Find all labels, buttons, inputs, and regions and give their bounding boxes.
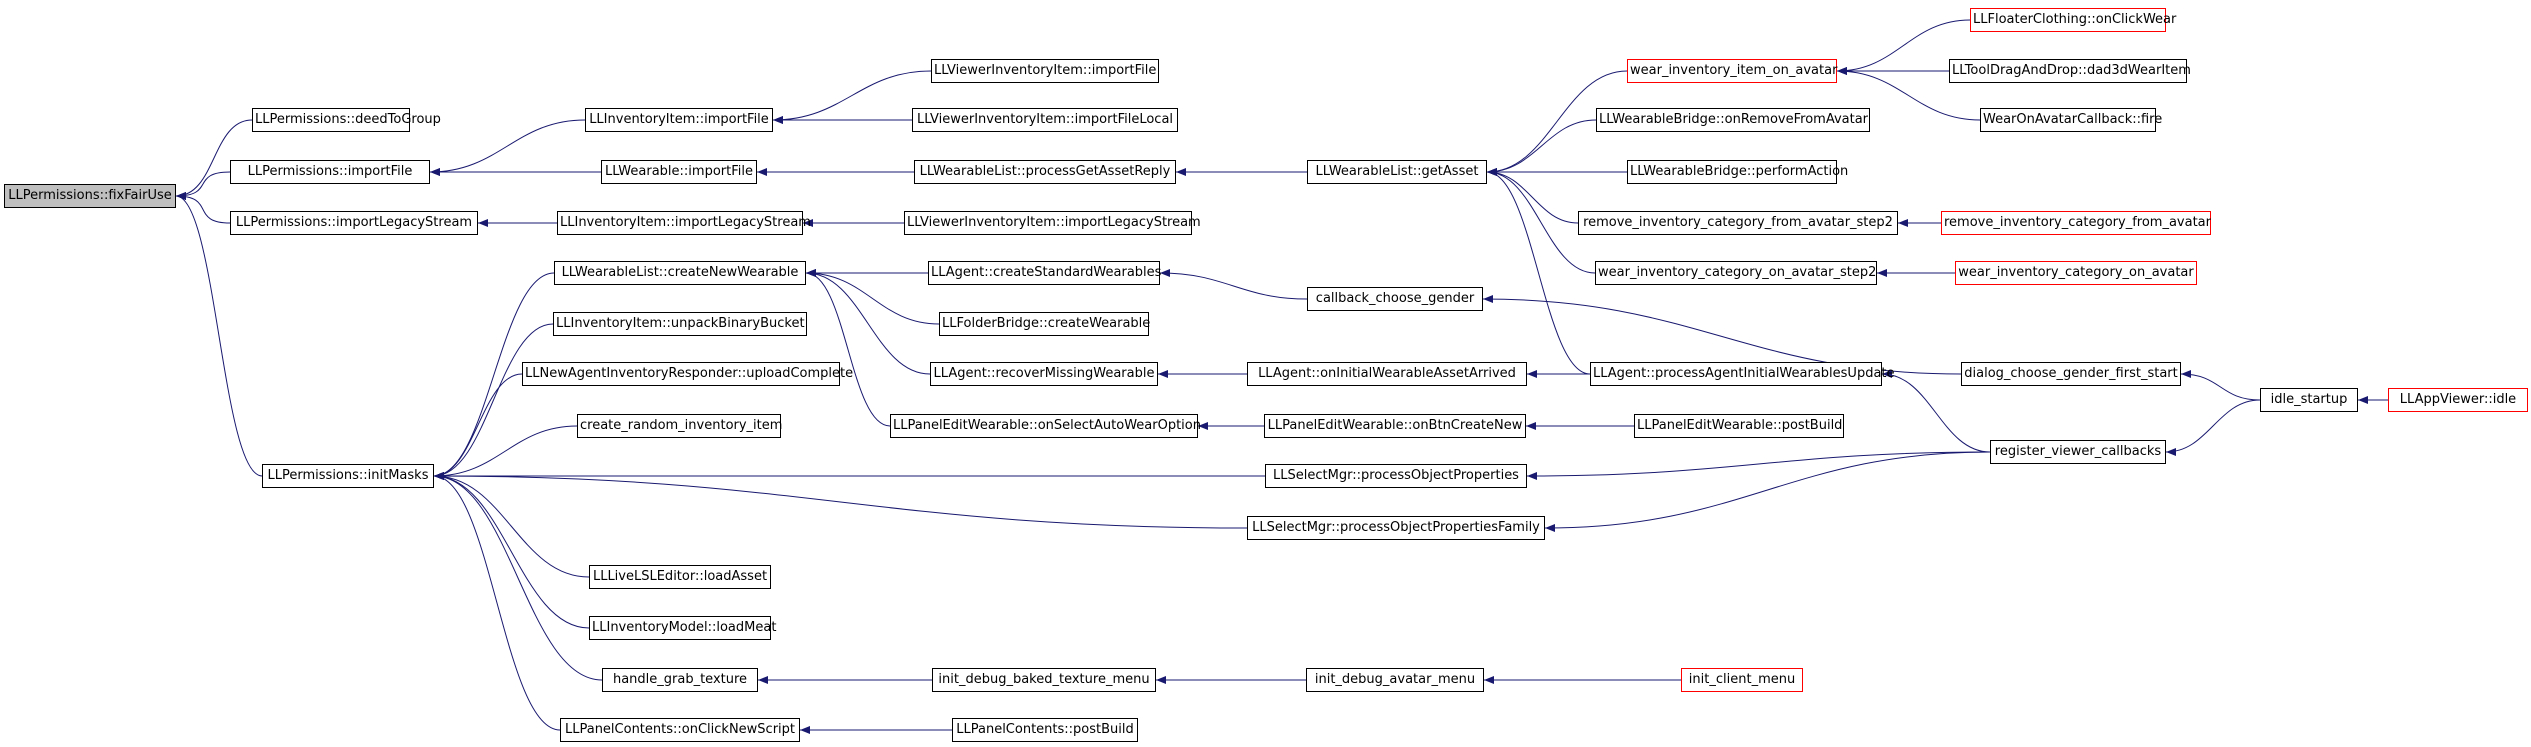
edge-n47-to-n31 [1544,451,1991,532]
node-llinventoryitem-unpackbinarybucket[interactable]: LLInventoryItem::unpackBinaryBucket [553,312,807,336]
edge-n48-to-n46 [2180,370,2261,401]
node-llpanelcontents-onclicknewscript[interactable]: LLPanelContents::onClickNewScript [560,718,800,742]
node-wear-inventory-item-on-avatar[interactable]: wear_inventory_item_on_avatar [1627,59,1837,83]
node-llselectmgr-processobjectproperties[interactable]: LLSelectMgr::processObjectProperties [1265,464,1527,488]
edge-n31-to-n4 [433,472,1248,529]
node-llwearablelist-getasset[interactable]: LLWearableList::getAsset [1307,160,1487,184]
node-wear-inventory-category-on-avatar-step2[interactable]: wear_inventory_category_on_avatar_step2 [1595,261,1877,285]
node-llviewerinventoryitem-importfilelocal[interactable]: LLViewerInventoryItem::importFileLocal [912,108,1178,132]
edge-n27-to-n20 [1159,269,1308,300]
node-llinventoryitem-importlegacystream[interactable]: LLInventoryItem::importLegacyStream [557,211,811,235]
node-llagent-processagentinitialwearablesupdate[interactable]: LLAgent::processAgentInitialWearablesUpd… [1590,362,1895,386]
node-remove-inventory-category-from-avatar-step2[interactable]: remove_inventory_category_from_avatar_st… [1578,211,1898,235]
node-llinventoryitem-importfile[interactable]: LLInventoryItem::importFile [585,108,773,132]
node-remove-inventory-category-from-avatar[interactable]: remove_inventory_category_from_avatar [1941,211,2211,235]
node-llselectmgr-processobjectpropertiesfamily[interactable]: LLSelectMgr::processObjectPropertiesFami… [1247,516,1545,540]
edge-n41-to-n33 [1836,19,1971,75]
edge-n2-to-n0 [175,171,231,200]
node-llpermissions-deedtogroup[interactable]: LLPermissions::deedToGroup [252,108,441,132]
node-llviewerinventoryitem-importfile[interactable]: LLViewerInventoryItem::importFile [931,59,1159,83]
edge-n10-to-n4 [433,373,523,480]
node-callback-choose-gender[interactable]: callback_choose_gender [1307,287,1483,311]
node-llagent-oninitialwearableassetarrived[interactable]: LLAgent::onInitialWearableAssetArrived [1247,362,1527,386]
node-llwearablebridge-performaction[interactable]: LLWearableBridge::performAction [1627,160,1848,184]
edge-n15-to-n4 [433,472,561,731]
edge-n43-to-n33 [1836,67,1981,121]
node-llpermissions-importlegacystream[interactable]: LLPermissions::importLegacyStream [230,211,478,235]
node-init-client-menu[interactable]: init_client_menu [1681,668,1803,692]
edge-n1-to-n0 [175,119,253,200]
node-init-debug-baked-texture-menu[interactable]: init_debug_baked_texture_menu [932,668,1156,692]
edge-n5-to-n2 [429,119,586,176]
node-lltooldraganddrop-dad3dwearitem[interactable]: LLToolDragAndDrop::dad3dWearItem [1949,59,2191,83]
edge-n34-to-n26 [1486,119,1597,176]
edge-n37-to-n26 [1486,168,1596,274]
node-llpermissions-initmasks[interactable]: LLPermissions::initMasks [262,464,434,488]
edge-n12-to-n4 [433,472,590,578]
node-llfloaterclothing-onclickwear[interactable]: LLFloaterClothing::onClickWear [1970,8,2176,32]
node-init-debug-avatar-menu[interactable]: init_debug_avatar_menu [1306,668,1484,692]
edge-n23-to-n8 [805,269,891,427]
edge-n16-to-n5 [772,70,932,124]
edge-n36-to-n26 [1486,168,1579,224]
node-llpanelcontents-postbuild[interactable]: LLPanelContents::postBuild [952,718,1138,742]
edge-n22-to-n8 [805,269,931,375]
node-llpermissions-fixfairuse[interactable]: LLPermissions::fixFairUse [4,184,176,208]
node-llfolderbridge-createwearable[interactable]: LLFolderBridge::createWearable [939,312,1150,336]
node-wearonavatarcallback-fire[interactable]: WearOnAvatarCallback::fire [1980,108,2162,132]
node-llagent-createstandardwearables[interactable]: LLAgent::createStandardWearables [928,261,1161,285]
edge-n9-to-n4 [433,323,554,480]
edge-n47-to-n30 [1526,451,1991,480]
node-llwearablebridge-onremovefromavatar[interactable]: LLWearableBridge::onRemoveFromAvatar [1596,108,1870,132]
edge-n13-to-n4 [433,472,590,629]
node-llpaneleditwearable-postbuild[interactable]: LLPanelEditWearable::postBuild [1634,414,1844,438]
node-llnewagentinventoryresponder-uploadcomplete[interactable]: LLNewAgentInventoryResponder::uploadComp… [522,362,853,386]
node-idle-startup[interactable]: idle_startup [2260,388,2358,412]
node-llwearablelist-createnewwearable[interactable]: LLWearableList::createNewWearable [554,261,806,285]
edge-n3-to-n0 [175,192,231,224]
node-llpaneleditwearable-onselectautowearoption[interactable]: LLPanelEditWearable::onSelectAutoWearOpt… [890,414,1201,438]
edge-n11-to-n4 [433,425,578,480]
edge-n8-to-n4 [433,272,555,480]
node-create-random-inventory-item[interactable]: create_random_inventory_item [577,414,782,438]
node-llpermissions-importfile[interactable]: LLPermissions::importFile [230,160,430,184]
node-lllivelsleditor-loadasset[interactable]: LLLiveLSLEditor::loadAsset [589,565,771,589]
node-dialog-choose-gender-first-start[interactable]: dialog_choose_gender_first_start [1961,362,2181,386]
node-handle-grab-texture[interactable]: handle_grab_texture [602,668,758,692]
edge-n4-to-n0 [175,192,263,477]
node-llwearablelist-processgetassetreply[interactable]: LLWearableList::processGetAssetReply [914,160,1176,184]
edge-n21-to-n8 [805,269,940,325]
edges-layer [175,19,2388,734]
node-llwearable-importfile[interactable]: LLWearable::importFile [601,160,757,184]
node-register-viewer-callbacks[interactable]: register_viewer_callbacks [1990,440,2166,464]
edge-n47-to-n38 [1881,370,1991,453]
node-wear-inventory-category-on-avatar[interactable]: wear_inventory_category_on_avatar [1955,261,2197,285]
node-llinventorymodel-loadmeat[interactable]: LLInventoryModel::loadMeat [589,616,776,640]
edge-n14-to-n4 [433,472,603,681]
node-llappviewer-idle[interactable]: LLAppViewer::idle [2388,388,2528,412]
edge-n48-to-n47 [2165,399,2261,456]
node-llpaneleditwearable-onbtncreatenew[interactable]: LLPanelEditWearable::onBtnCreateNew [1264,414,1526,438]
node-llviewerinventoryitem-importlegacystream[interactable]: LLViewerInventoryItem::importLegacyStrea… [904,211,1201,235]
node-llagent-recovermissingwearable[interactable]: LLAgent::recoverMissingWearable [930,362,1158,386]
edge-n38-to-n26 [1486,168,1591,375]
